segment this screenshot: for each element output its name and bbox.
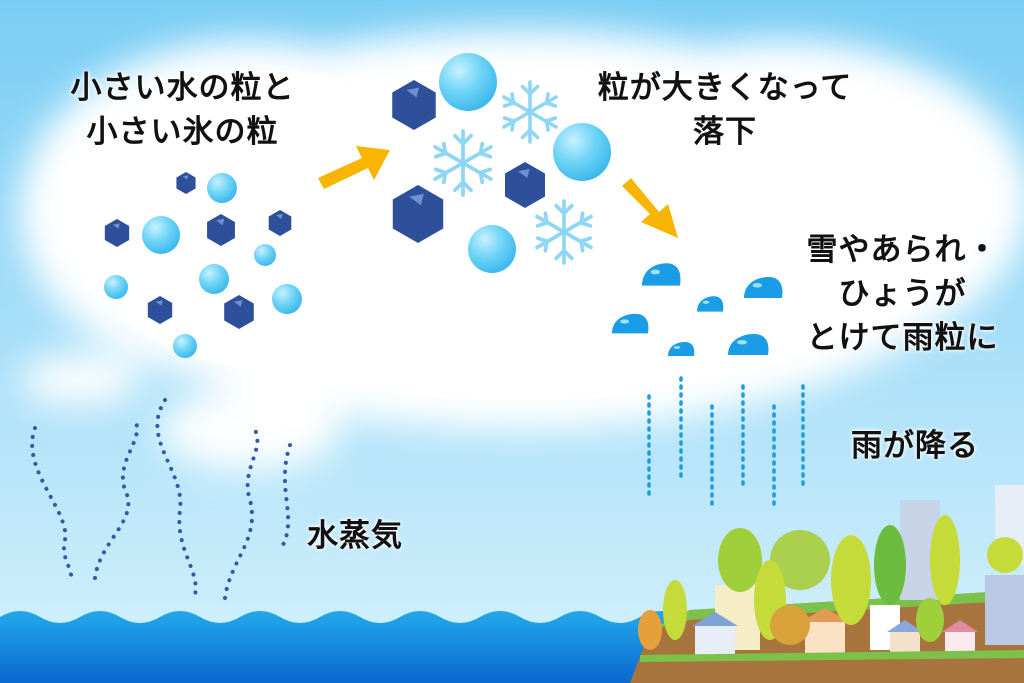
town bbox=[630, 485, 1024, 683]
falling-rain bbox=[647, 376, 805, 512]
label-line: とけて雨粒に bbox=[806, 320, 999, 356]
label-small-particles: 小さい水の粒と 小さい氷の粒 bbox=[50, 66, 315, 154]
small-particles bbox=[104, 172, 302, 358]
label-line: 落下 bbox=[693, 114, 757, 150]
label-line: 小さい氷の粒 bbox=[86, 114, 279, 150]
label-line: 小さい水の粒と bbox=[70, 70, 295, 106]
water-vapor bbox=[30, 398, 292, 600]
label-melting: 雪やあられ・ ひょうが とけて雨粒に bbox=[790, 228, 1015, 360]
label-line: 雪やあられ・ bbox=[806, 232, 999, 268]
sea bbox=[0, 611, 680, 683]
large-particles bbox=[392, 53, 611, 273]
label-line: ひょうが bbox=[838, 276, 967, 312]
label-line: 粒が大きくなって bbox=[597, 70, 853, 106]
label-rain: 雨が降る bbox=[851, 428, 979, 464]
label-particles-grow: 粒が大きくなって 落下 bbox=[585, 66, 865, 154]
label-water-vapor: 水蒸気 bbox=[307, 518, 403, 554]
arrow-icon bbox=[318, 146, 678, 238]
